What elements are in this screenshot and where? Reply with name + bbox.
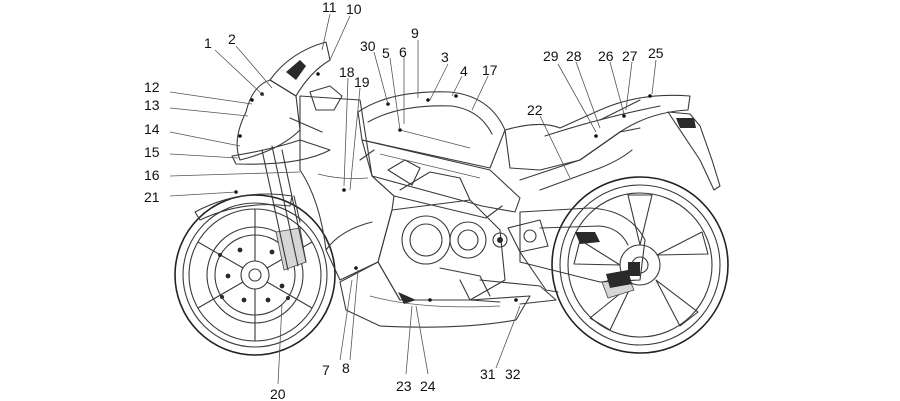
front-wheel	[174, 194, 336, 356]
callout-1: 1	[204, 35, 212, 51]
callout-19: 19	[354, 74, 370, 90]
callout-20: 20	[270, 386, 286, 401]
callout-21: 21	[144, 189, 160, 205]
callout-27: 27	[622, 48, 638, 64]
callout-23: 23	[396, 378, 412, 394]
callout-22: 22	[527, 102, 543, 118]
callout-26: 26	[598, 48, 614, 64]
front-fork-and-fender	[194, 145, 307, 271]
rearset-and-exhaust	[479, 219, 559, 305]
callout-25: 25	[648, 45, 664, 61]
callout-30: 30	[360, 38, 376, 54]
swingarm	[519, 207, 646, 288]
fuel-tank	[357, 91, 506, 169]
leader-lines	[169, 13, 657, 385]
callout-29: 29	[543, 48, 559, 64]
engine	[377, 159, 508, 303]
callout-28: 28	[566, 48, 582, 64]
callout-9: 9	[411, 25, 419, 41]
callout-16: 16	[144, 167, 160, 183]
callout-17: 17	[482, 62, 498, 78]
callout-32: 32	[505, 366, 521, 382]
callout-labels: 1 2 3 4 5 6 7 8 9 10 11 12 13 14 15 16 1…	[144, 0, 664, 401]
belly-pan	[339, 261, 531, 328]
callout-18: 18	[339, 64, 355, 80]
callout-4: 4	[460, 63, 468, 79]
callout-8: 8	[342, 360, 350, 376]
callout-6: 6	[399, 44, 407, 60]
callout-2: 2	[228, 31, 236, 47]
callout-5: 5	[382, 45, 390, 61]
callout-14: 14	[144, 121, 160, 137]
seat-and-tail	[504, 94, 721, 191]
callout-11: 11	[322, 0, 337, 15]
callout-24: 24	[420, 378, 436, 394]
callout-12: 12	[144, 79, 160, 95]
callout-3: 3	[441, 49, 449, 65]
callout-13: 13	[144, 97, 160, 113]
callout-10: 10	[346, 1, 362, 17]
callout-7: 7	[322, 362, 330, 378]
callout-15: 15	[144, 144, 160, 160]
callout-31: 31	[480, 366, 496, 382]
